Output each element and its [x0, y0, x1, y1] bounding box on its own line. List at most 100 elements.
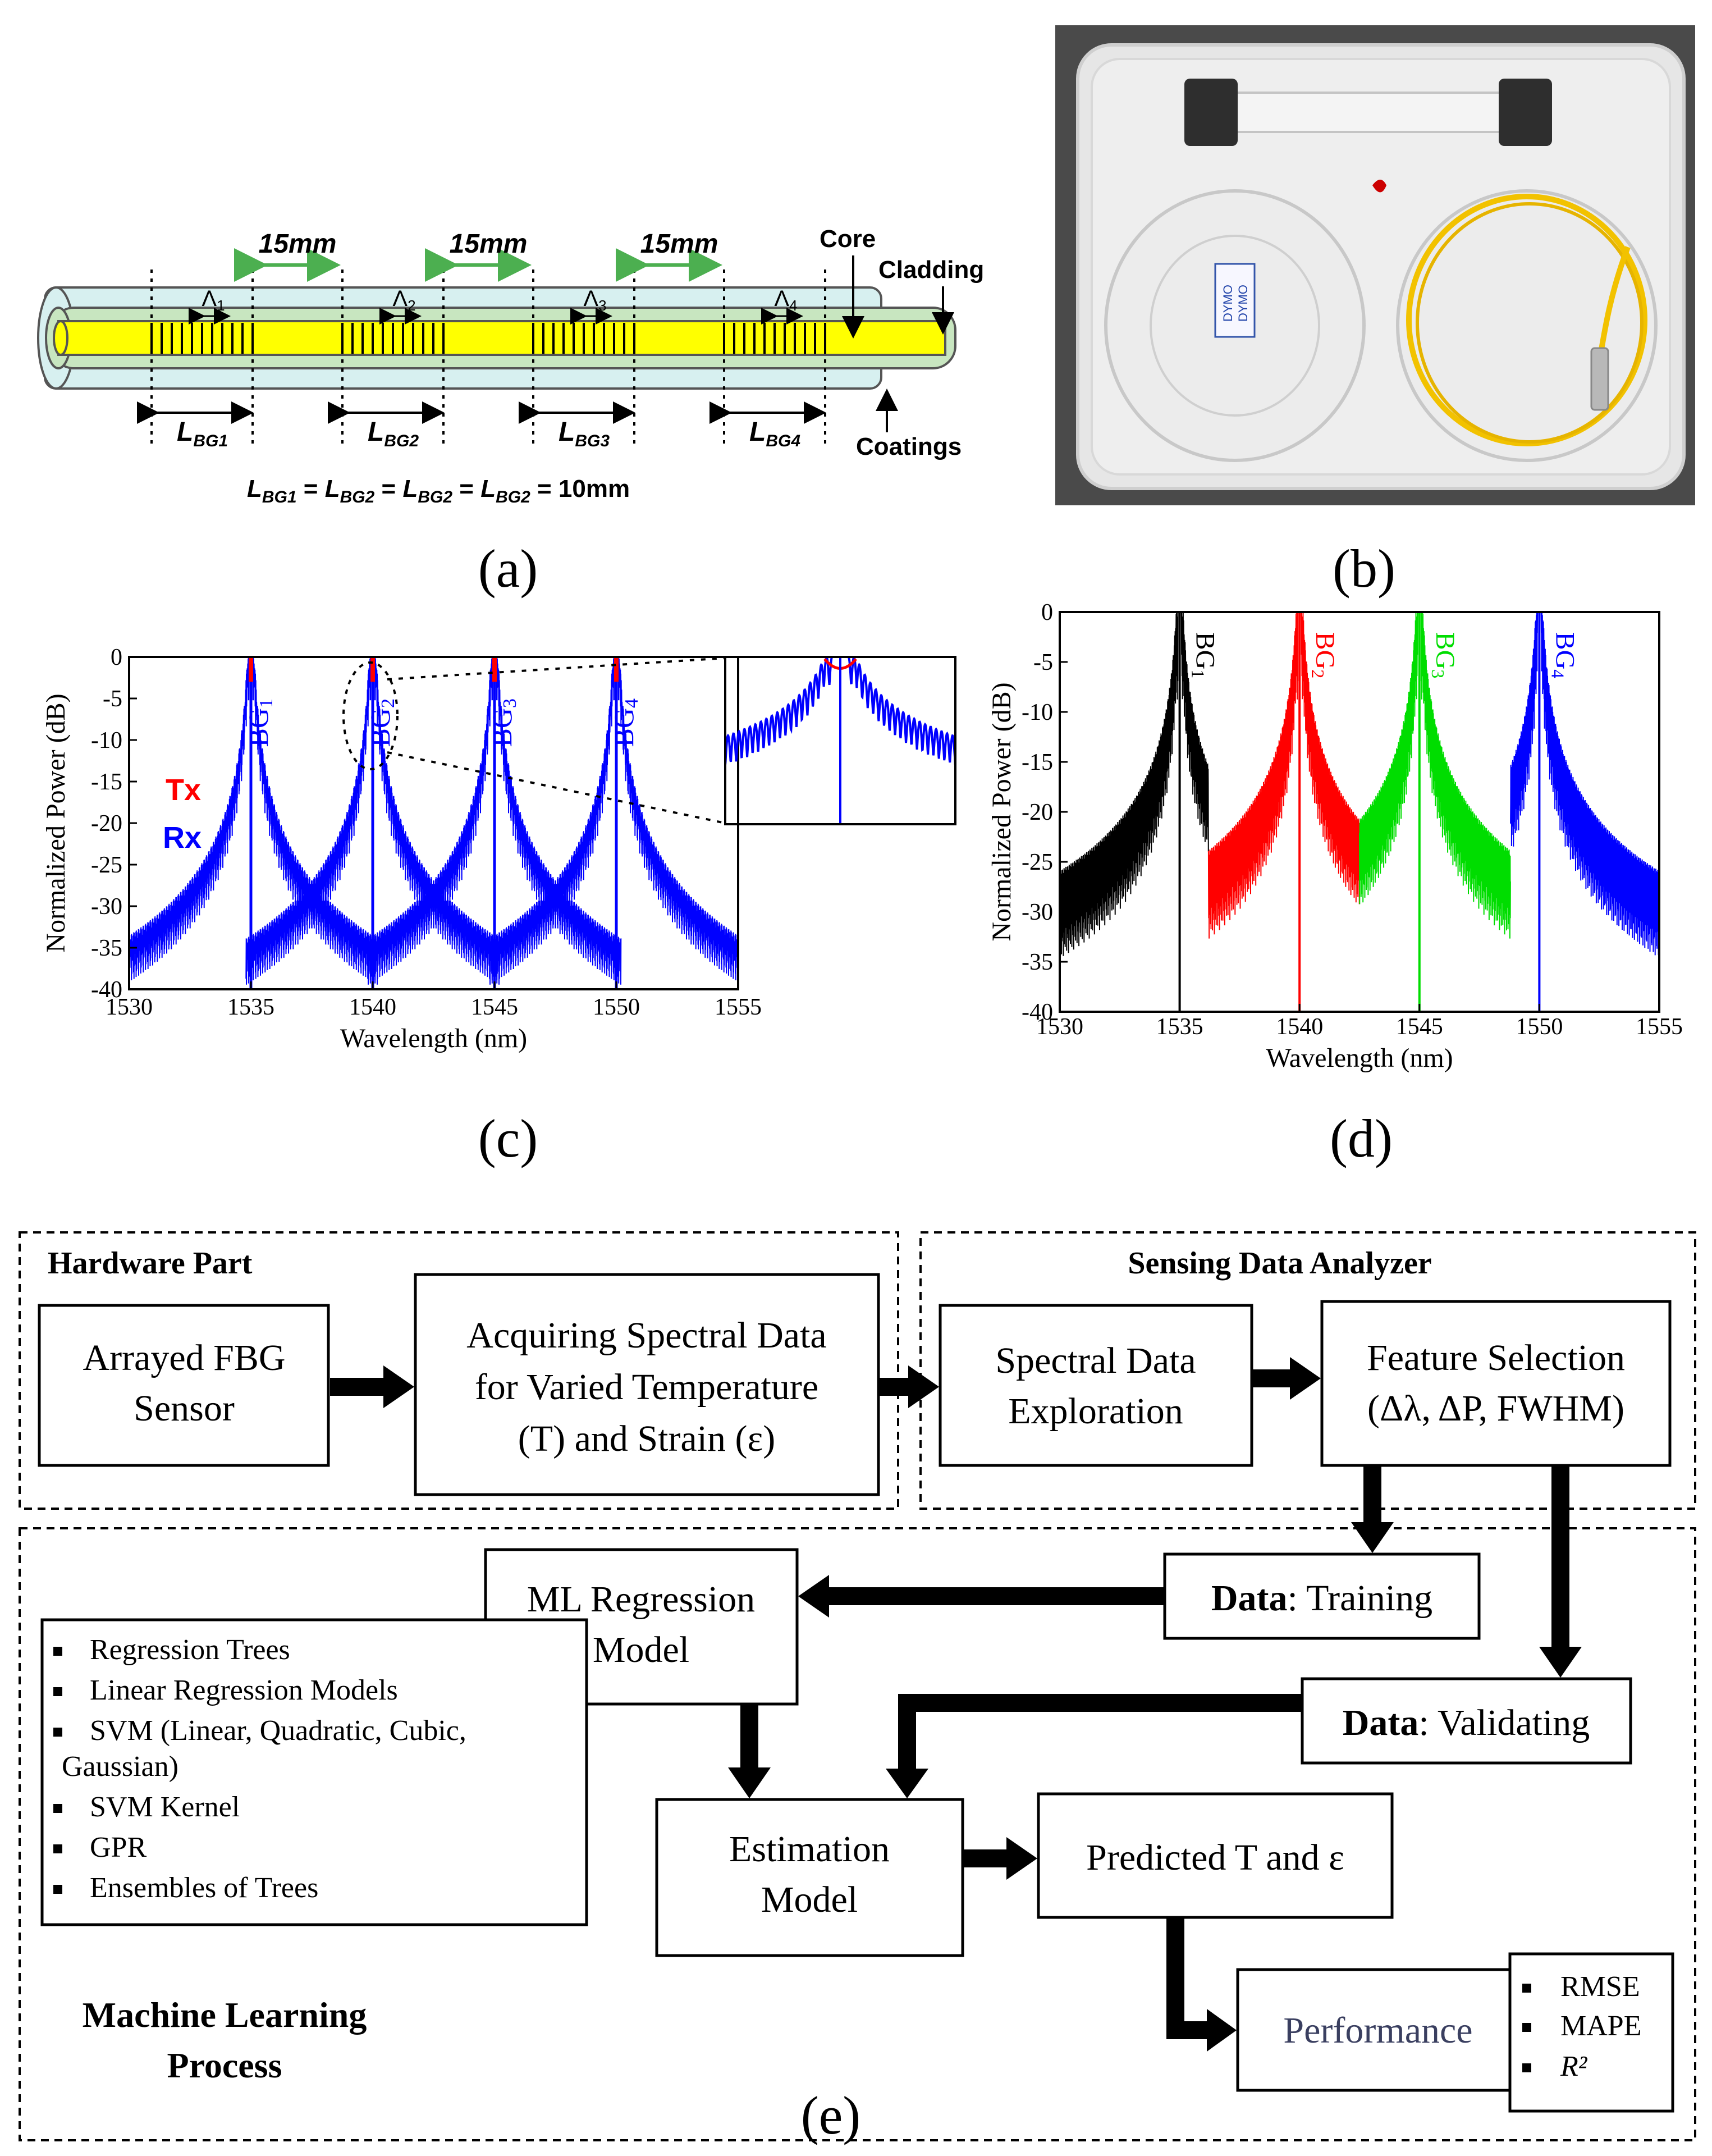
- training-text: Data: Training: [1211, 1578, 1432, 1619]
- spectrum-BG3: [1359, 612, 1511, 939]
- validating-box: [1301, 1677, 1632, 1765]
- panel-label-b: (b): [1333, 538, 1395, 599]
- inset-rx-spectrum: [725, 657, 955, 765]
- x-axis-label: Wavelength (nm): [340, 1024, 527, 1053]
- spectral-exploration-text-2: Exploration: [1008, 1391, 1183, 1432]
- rx-spectrum-2: [245, 657, 500, 985]
- arrow-ml-to-estimation: [728, 1705, 771, 1798]
- x-tick-label: 1555: [1636, 1014, 1683, 1040]
- peak-label-4: BG4: [608, 698, 642, 747]
- photo-red-mark: [1372, 180, 1386, 193]
- performance-text: Performance: [1283, 2010, 1472, 2051]
- cladding-label: Cladding: [878, 256, 984, 284]
- bullet-icon: [1522, 1984, 1531, 1993]
- y-tick-label: -15: [91, 769, 122, 795]
- model-list-item: SVM Kernel: [90, 1791, 240, 1823]
- arrow-training-to-ml: [798, 1575, 1164, 1618]
- peak-label-BG4: BG4: [1548, 632, 1580, 679]
- bullet-icon: [53, 1885, 62, 1894]
- training-box: [1163, 1552, 1481, 1640]
- panel-label-e: (e): [801, 2085, 861, 2145]
- arrow-validating-to-estimation: [886, 1694, 1301, 1798]
- coatings-label: Coatings: [856, 433, 962, 460]
- predicted-box: [1037, 1792, 1394, 1919]
- bullet-icon: [1522, 2023, 1531, 2032]
- spectrum-BG1: [1060, 612, 1209, 956]
- y-tick-label: 0: [1041, 600, 1053, 625]
- predicted-text: Predicted T and ε: [1086, 1837, 1344, 1878]
- chart-c-tx-label: Tx: [166, 773, 201, 807]
- arrow-fbg-to-acquire: [330, 1365, 414, 1408]
- ml-regression-text-1: ML Regression: [527, 1579, 755, 1620]
- core-label: Core: [820, 225, 876, 253]
- estimation-model-box: [655, 1798, 964, 1957]
- ml-process-title-2: Process: [167, 2045, 282, 2085]
- y-tick-label: -15: [1022, 750, 1053, 775]
- grating-length-label: LBG3: [559, 417, 610, 450]
- photo-fiber-holder-bar: [1200, 92, 1539, 133]
- photo-yellow-fiber-coil: [1406, 194, 1647, 446]
- x-axis-label: Wavelength (nm): [1266, 1043, 1453, 1073]
- chart-c-inset-frame: [724, 656, 956, 825]
- peak-label-3: BG3: [486, 698, 520, 747]
- model-list-item: Regression Trees: [90, 1634, 290, 1666]
- y-tick-label: -5: [1033, 650, 1053, 675]
- model-list-item: Linear Regression Models: [90, 1674, 398, 1706]
- grating-length-label: LBG2: [368, 417, 419, 450]
- bullet-icon: [53, 1647, 62, 1656]
- arrow-estimation-to-predicted: [964, 1837, 1037, 1880]
- x-tick-label: 1535: [227, 994, 274, 1020]
- photo-yellow-fiber-coil-2: [1416, 202, 1644, 444]
- peak-label-BG2: BG2: [1308, 632, 1340, 679]
- fbg-sensor-text-1: Arrayed FBG: [83, 1337, 285, 1378]
- photo-left-reel-inner: [1150, 235, 1320, 417]
- y-axis-label: Normalized Power (dB): [987, 682, 1017, 941]
- panel-b-photo: DYMO DYMO (b): [1055, 25, 1695, 599]
- rx-spectrum-1: [129, 657, 378, 985]
- panel-label-c: (c): [478, 1108, 538, 1168]
- y-tick-label: -35: [1022, 949, 1053, 975]
- photo-dymo-text-2: DYMO: [1236, 285, 1250, 322]
- spectrum-BG4: [1510, 612, 1659, 956]
- grating-period-label: Λ2: [392, 286, 415, 314]
- y-axis-label: Normalized Power (dB): [41, 693, 71, 952]
- spectral-exploration-text-1: Spectral Data: [995, 1340, 1196, 1381]
- bullet-icon: [53, 1804, 62, 1813]
- spacing-label: 15mm: [259, 229, 337, 259]
- acquiring-data-text-1: Acquiring Spectral Data: [466, 1315, 826, 1356]
- model-list-item: GPR: [90, 1831, 147, 1863]
- arrow-feature-to-training: [1351, 1467, 1394, 1553]
- y-tick-label: -40: [1022, 999, 1053, 1025]
- arrow-explore-to-feature: [1253, 1357, 1321, 1400]
- photo-right-reel: [1396, 189, 1658, 462]
- x-tick-label: 1550: [593, 994, 640, 1020]
- chart-c-zoom-ellipse: [342, 661, 399, 770]
- y-tick-label: -25: [91, 852, 122, 878]
- panel-label-d: (d): [1330, 1108, 1393, 1168]
- fbg-sensor-text-2: Sensor: [134, 1388, 235, 1429]
- arrow-acquire-to-explore: [880, 1365, 939, 1408]
- rx-spectrum-4: [489, 657, 738, 985]
- acquiring-data-text-2: for Varied Temperature: [475, 1367, 818, 1408]
- ml-process-frame: [19, 1527, 1696, 2141]
- model-list-box: [40, 1618, 588, 1926]
- chart-c-rx-label: Rx: [163, 821, 202, 855]
- x-tick-label: 1530: [106, 994, 153, 1020]
- feature-selection-text-1: Feature Selection: [1367, 1337, 1625, 1378]
- photo-clamp-left: [1184, 79, 1238, 146]
- peak-label-1: BG1: [242, 698, 277, 747]
- photo-dymo-label: [1214, 263, 1256, 338]
- validating-text: Data: Validating: [1343, 1702, 1590, 1743]
- y-tick-label: -30: [1022, 899, 1053, 925]
- spacing-label: 15mm: [640, 229, 718, 259]
- grating-length-label: LBG1: [177, 417, 228, 450]
- model-list-item: SVM (Linear, Quadratic, Cubic,: [90, 1715, 466, 1747]
- y-tick-label: -10: [1022, 700, 1053, 725]
- y-tick-label: -10: [91, 728, 122, 753]
- arrow-feature-to-validating: [1539, 1467, 1582, 1678]
- performance-box: [1236, 1968, 1520, 2092]
- peak-label-2: BG2: [364, 698, 399, 747]
